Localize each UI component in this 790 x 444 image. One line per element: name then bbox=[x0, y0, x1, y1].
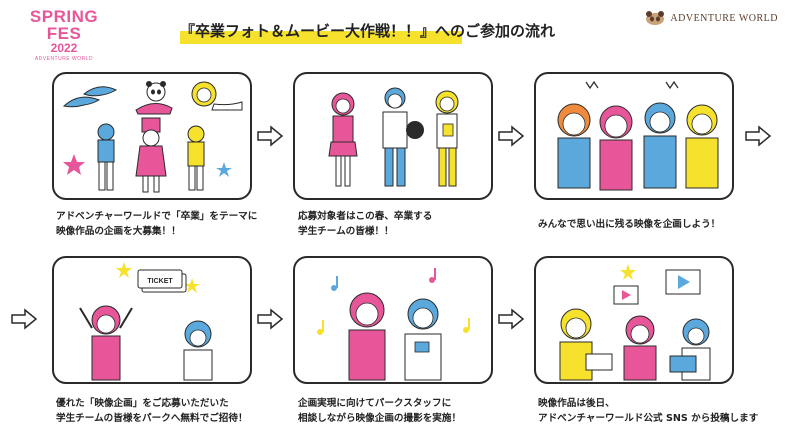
music-note-icon bbox=[463, 318, 470, 333]
music-note-icon bbox=[331, 276, 338, 291]
arrow-right-icon bbox=[498, 308, 525, 330]
ticket-icon: TICKET bbox=[137, 269, 187, 293]
logo-title: SPRING FES bbox=[29, 7, 99, 43]
step-4-panel: TICKET bbox=[52, 256, 252, 384]
step-6-panel bbox=[534, 256, 734, 384]
caption-line: 映像作品の企画を大募集！！ bbox=[56, 226, 181, 237]
arrow-right-icon bbox=[498, 125, 525, 147]
video-play-icon bbox=[613, 285, 639, 305]
arrow-right-icon bbox=[257, 125, 284, 147]
step-5-panel bbox=[293, 256, 493, 384]
video-play-icon bbox=[665, 269, 701, 295]
logo-subtitle: ADVENTURE WORLD bbox=[34, 56, 94, 62]
ticket-label: TICKET bbox=[147, 278, 173, 285]
caption-line: アドベンチャーワールド公式 SNS から投稿します bbox=[538, 413, 759, 424]
caption-line: 企画実現に向けてパークスタッフに bbox=[298, 398, 452, 409]
caption-line: 応募対象者はこの春、卒業する bbox=[298, 211, 433, 222]
step-3-caption: みんなで思い出に残る映像を企画しよう！ bbox=[538, 217, 720, 232]
step-1-panel bbox=[52, 72, 252, 200]
step-6-caption: 映像作品は後日、 アドベンチャーワールド公式 SNS から投稿します bbox=[538, 396, 758, 426]
arrow-right-icon bbox=[745, 125, 772, 147]
step-2-caption: 応募対象者はこの春、卒業する 学生チームの皆様！！ bbox=[298, 209, 432, 239]
step-4-illustration: TICKET bbox=[79, 262, 213, 381]
title-highlight bbox=[180, 31, 462, 44]
logo-year: 2022 bbox=[50, 41, 78, 55]
step-1-caption: アドベンチャーワールドで「卒業」をテーマに 映像作品の企画を大募集！！ bbox=[56, 209, 257, 239]
arrow-right-icon bbox=[11, 308, 38, 330]
step-5-illustration bbox=[317, 268, 470, 381]
adventure-world-logo: ADVENTURE WORLD bbox=[644, 10, 778, 26]
step-4-caption: 優れた「映像企画」をご応募いただいた 学生チームの皆様をパークへ無料でご招待！ bbox=[56, 396, 248, 426]
adventure-world-text: ADVENTURE WORLD bbox=[670, 12, 778, 24]
caption-line: 学生チームの皆様！！ bbox=[298, 226, 394, 237]
step-1-illustration bbox=[62, 81, 243, 193]
step-2-illustration bbox=[328, 87, 459, 187]
music-note-icon bbox=[429, 268, 436, 283]
step-2-panel bbox=[293, 72, 493, 200]
caption-line: みんなで思い出に残る映像を企画しよう！ bbox=[538, 219, 721, 230]
step-6-illustration bbox=[559, 264, 711, 381]
step-3-panel bbox=[534, 72, 734, 200]
music-note-icon bbox=[317, 320, 324, 335]
step-3-illustration bbox=[557, 80, 719, 191]
caption-line: 相談しながら映像企画の撮影を実施！ bbox=[298, 413, 462, 424]
panda-icon bbox=[646, 11, 665, 25]
page-title: 『卒業フォト＆ムービー大作戦！！』へのご参加の流れ bbox=[180, 20, 555, 44]
caption-line: 優れた「映像企画」をご応募いただいた bbox=[56, 398, 229, 409]
arrow-right-icon bbox=[257, 308, 284, 330]
caption-line: 映像作品は後日、 bbox=[538, 398, 615, 409]
caption-line: 学生チームの皆様をパークへ無料でご招待！ bbox=[56, 413, 248, 424]
spring-fes-logo: SPRING FES 2022 ADVENTURE WORLD bbox=[14, 7, 114, 62]
step-5-caption: 企画実現に向けてパークスタッフに 相談しながら映像企画の撮影を実施！ bbox=[298, 396, 461, 426]
title-text: 『卒業フォト＆ムービー大作戦！！』へのご参加の流れ bbox=[180, 22, 556, 40]
caption-line: アドベンチャーワールドで「卒業」をテーマに bbox=[56, 211, 258, 222]
